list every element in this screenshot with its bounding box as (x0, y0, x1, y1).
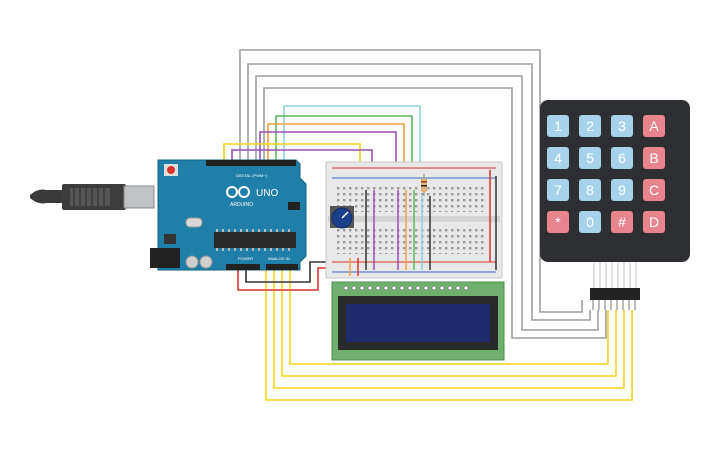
lcd-display[interactable] (331, 281, 505, 361)
usb-connector-metal (123, 185, 155, 209)
keypad-key-label: 3 (618, 118, 626, 134)
arduino-model: UNO (256, 188, 278, 199)
wire-orange (267, 123, 405, 170)
arduino-logo-icon (226, 186, 250, 198)
keypad-key-*[interactable] (547, 211, 569, 233)
keypad-key-B[interactable] (643, 147, 665, 169)
arduino-brand: ARDUINO (230, 202, 253, 208)
usb-cable (30, 189, 64, 204)
keypad-key-label: 6 (618, 150, 626, 166)
power-header (226, 264, 260, 270)
voltage-regulator (164, 234, 176, 244)
wire-yellow-4 (289, 270, 609, 365)
wire-green (275, 115, 413, 170)
wire-gray-3 (255, 75, 599, 331)
keypad-key-0[interactable] (579, 211, 601, 233)
keypad-key-6[interactable] (611, 147, 633, 169)
keypad-key-label: 8 (586, 182, 594, 198)
wire-black-gnd (245, 261, 340, 283)
wire-purple (259, 131, 397, 190)
resistor (421, 174, 427, 196)
keypad-key-#[interactable] (611, 211, 633, 233)
keypad-key-C[interactable] (643, 179, 665, 201)
keypad-key-label: 4 (554, 150, 562, 166)
capacitor-2 (199, 255, 213, 269)
keypad-key-3[interactable] (611, 115, 633, 137)
keypad-key-label: 1 (554, 118, 562, 134)
wire-gray-4 (263, 87, 607, 339)
keypad-key-4[interactable] (547, 147, 569, 169)
keypad-key-label: B (649, 150, 658, 166)
keypad-key-label: * (555, 214, 561, 230)
keypad-key-7[interactable] (547, 179, 569, 201)
chip-pins (216, 229, 290, 251)
potentiometer[interactable] (330, 206, 354, 229)
keypad-key-8[interactable] (579, 179, 601, 201)
keypad-key-1[interactable] (547, 115, 569, 137)
atmega-chip (214, 232, 296, 248)
wire-yellow-2 (273, 270, 625, 389)
keypad-key-5[interactable] (579, 147, 601, 169)
keypad-key-2[interactable] (579, 115, 601, 137)
power-label: POWER (238, 256, 253, 261)
keypad-connector (590, 288, 640, 300)
keypad[interactable]: 1 2 3 A 4 5 6 B 7 8 9 C * 0 # D (540, 100, 690, 310)
arduino-uno[interactable]: ARDUINO UNO DIGITAL (PWM~) POWER ANALOG … (30, 159, 307, 271)
wire-yellow-3 (281, 270, 617, 377)
analog-header (266, 264, 298, 270)
icsp-header (288, 202, 300, 210)
reset-button-cap (167, 166, 175, 174)
keypad-connector-pins (592, 300, 636, 310)
keypad-key-label: # (618, 214, 626, 230)
lcd-header-pins (343, 285, 469, 291)
breadboard-jumpers (349, 170, 497, 276)
keypad-key-label: 9 (618, 182, 626, 198)
keypad-key-9[interactable] (611, 179, 633, 201)
wire-cyan (283, 105, 421, 170)
keypad-key-label: 7 (554, 182, 562, 198)
yellow-wires (265, 270, 633, 401)
keypad-key-D[interactable] (643, 211, 665, 233)
wire-gray-1 (239, 49, 541, 160)
arduino-board (157, 159, 307, 271)
digital-header (206, 160, 296, 166)
wire-gray-2 (247, 63, 533, 160)
analog-label: ANALOG IN (268, 256, 290, 261)
keypad-key-label: D (649, 214, 659, 230)
keypad-keys: 1 2 3 A 4 5 6 B 7 8 9 C * 0 # D (547, 115, 665, 233)
keypad-key-label: 0 (586, 214, 594, 230)
capacitor-1 (185, 255, 199, 269)
keypad-key-label: A (649, 118, 659, 134)
dc-jack (150, 248, 180, 268)
keypad-key-label: 5 (586, 150, 594, 166)
keypad-key-label: C (649, 182, 659, 198)
keypad-key-A[interactable] (643, 115, 665, 137)
keypad-key-label: 2 (586, 118, 594, 134)
wire-yellow-1 (265, 270, 633, 401)
digital-label: DIGITAL (PWM~) (236, 173, 268, 178)
crystal (185, 217, 203, 228)
lcd-screen (346, 304, 490, 342)
keypad-ribbon (593, 262, 637, 290)
breadboard-holes (336, 186, 486, 254)
wire-gray-5 (531, 100, 591, 321)
breadboard[interactable] (325, 161, 503, 279)
